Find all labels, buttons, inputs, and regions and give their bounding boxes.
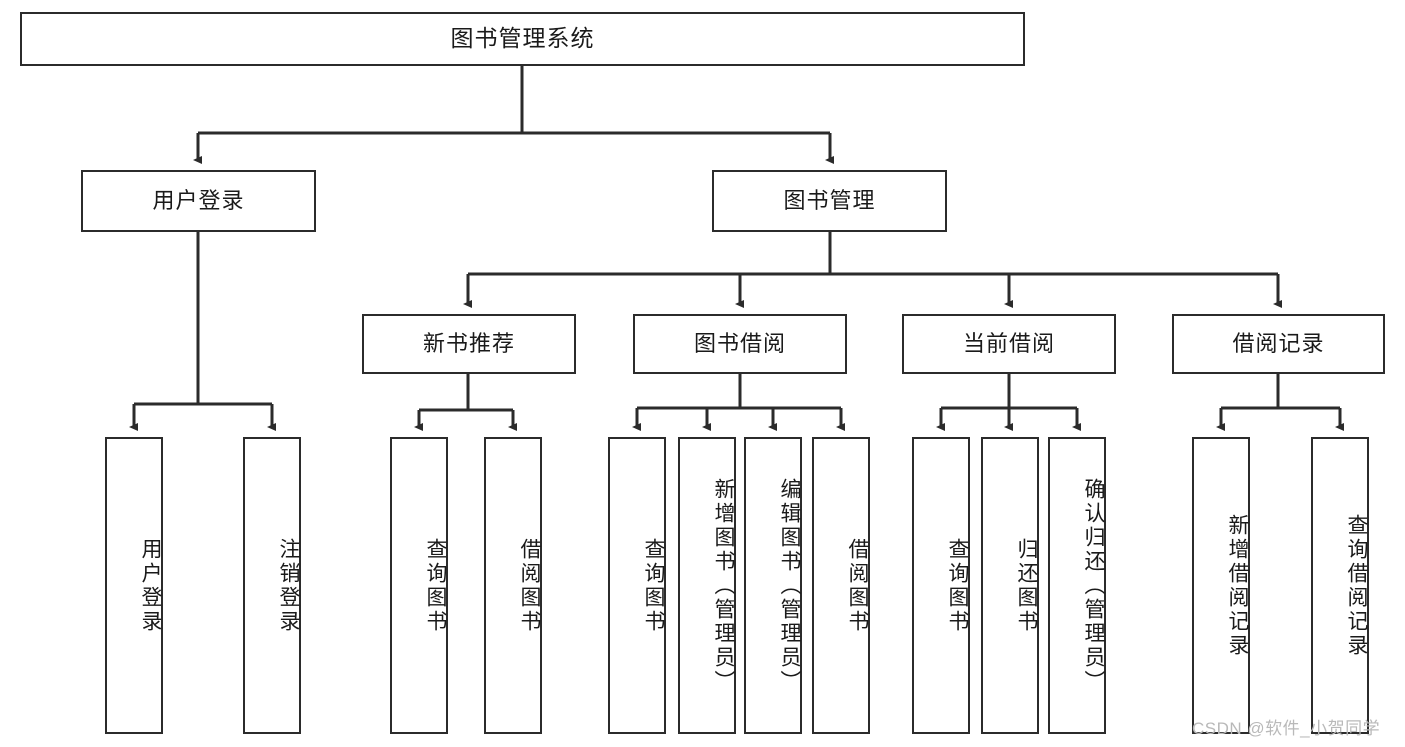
leaf-borrow-borrow-book[interactable]: 借阅图书: [812, 437, 870, 734]
node-book-management[interactable]: 图书管理: [712, 170, 947, 232]
leaf-label: 查询图书: [642, 537, 665, 634]
leaf-label: 查询借阅记录: [1345, 513, 1368, 658]
leaf-label: 查询图书: [946, 537, 969, 634]
leaf-record-query-record[interactable]: 查询借阅记录: [1311, 437, 1369, 734]
leaf-label: 用户登录: [139, 537, 162, 634]
leaf-record-add-record[interactable]: 新增借阅记录: [1192, 437, 1250, 734]
leaf-borrow-add-book-admin[interactable]: 新增图书（管理员）: [678, 437, 736, 734]
node-borrow-record[interactable]: 借阅记录: [1172, 314, 1385, 374]
leaf-label: 归还图书: [1015, 537, 1038, 634]
leaf-label: 查询图书: [424, 537, 447, 634]
leaf-newbook-query-book[interactable]: 查询图书: [390, 437, 448, 734]
node-user-login[interactable]: 用户登录: [81, 170, 316, 232]
leaf-current-confirm-return-admin[interactable]: 确认归还（管理员）: [1048, 437, 1106, 734]
leaf-label: 注销登录: [277, 537, 300, 634]
node-root-system[interactable]: 图书管理系统: [20, 12, 1025, 66]
leaf-borrow-query-book[interactable]: 查询图书: [608, 437, 666, 734]
leaf-label: 借阅图书: [846, 537, 869, 634]
node-current-borrow[interactable]: 当前借阅: [902, 314, 1116, 374]
watermark-text: CSDN @软件_小贺同学: [1192, 719, 1381, 738]
leaf-label: 新增图书（管理员）: [712, 477, 735, 694]
leaf-label: 新增借阅记录: [1226, 513, 1249, 658]
leaf-user-logout[interactable]: 注销登录: [243, 437, 301, 734]
leaf-current-return-book[interactable]: 归还图书: [981, 437, 1039, 734]
leaf-user-login[interactable]: 用户登录: [105, 437, 163, 734]
leaf-label: 借阅图书: [518, 537, 541, 634]
node-new-book-recommend[interactable]: 新书推荐: [362, 314, 576, 374]
node-book-borrow[interactable]: 图书借阅: [633, 314, 847, 374]
leaf-label: 确认归还（管理员）: [1082, 477, 1105, 694]
leaf-borrow-edit-book-admin[interactable]: 编辑图书（管理员）: [744, 437, 802, 734]
leaf-newbook-borrow-book[interactable]: 借阅图书: [484, 437, 542, 734]
leaf-label: 编辑图书（管理员）: [778, 477, 801, 694]
leaf-current-query-book[interactable]: 查询图书: [912, 437, 970, 734]
